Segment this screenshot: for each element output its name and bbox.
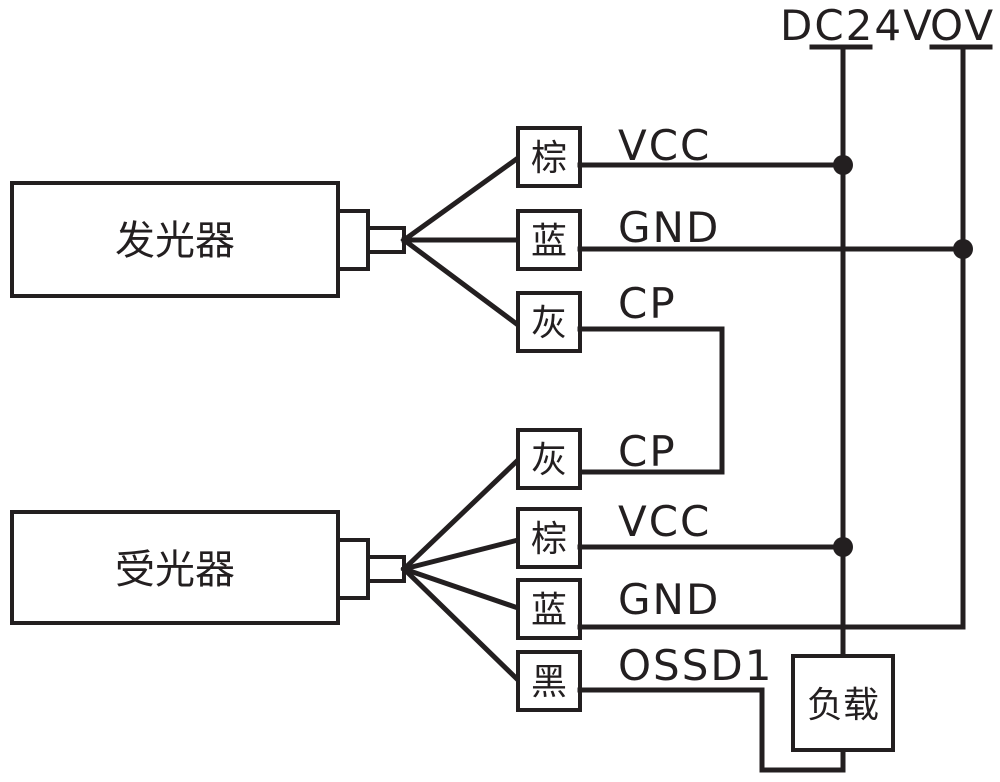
receiver-fan-wire-1 [400,456,522,573]
receiver-tag-blue-label: 蓝 [531,590,567,631]
emitter-tag-brown-label: 棕 [531,138,567,179]
emitter-signal-vcc: VCC [618,121,711,170]
receiver-box [10,510,340,625]
receiver-tag-black-label: 黑 [531,662,567,703]
ossd1-wire [577,687,846,773]
receiver-tag-gray [516,428,582,490]
emitter-connector-outer [336,209,370,271]
emitter-signal-cp: CP [618,279,677,328]
receiver-tag-blue [516,578,582,640]
emitter-tag-gray [516,291,582,353]
receiver-label: 受光器 [115,547,235,593]
emitter-signal-gnd: GND [618,203,720,252]
dc24v-rail-label: DC24V [780,1,934,50]
emitter-tag-brown [516,126,582,188]
receiver-fan-wire-2 [400,536,522,573]
load-label: 负载 [807,685,879,726]
load-box [791,654,895,752]
junction-dot-emitter-gnd [953,239,973,259]
receiver-signal-cp: CP [618,427,677,476]
emitter-label: 发光器 [115,218,235,264]
emitter-tag-blue-label: 蓝 [531,221,567,262]
junction-dot-receiver-vcc [833,537,853,557]
cp-link-wire [577,326,725,475]
receiver-connector-outer [336,538,370,600]
emitter-box [10,181,340,298]
emitter-fan-wire-3 [400,236,522,329]
receiver-signal-gnd: GND [618,575,720,624]
emitter-fan-wire-1 [400,154,522,244]
emitter-tag-gray-label: 灰 [531,303,567,344]
ov-rail-label: OV [930,1,995,50]
receiver-tag-gray-label: 灰 [531,440,567,481]
receiver-fan-wire-3 [400,565,522,612]
receiver-tag-brown [516,507,582,569]
receiver-signal-vcc: VCC [618,497,711,546]
emitter-tag-blue [516,209,582,271]
receiver-fan-wire-4 [400,565,522,684]
emitter-connector-inner [366,226,406,254]
receiver-connector-inner [366,555,406,583]
receiver-tag-black [516,650,582,712]
receiver-tag-brown-label: 棕 [531,519,567,560]
receiver-signal-ossd1: OSSD1 [618,641,773,690]
junction-dot-emitter-vcc [833,155,853,175]
